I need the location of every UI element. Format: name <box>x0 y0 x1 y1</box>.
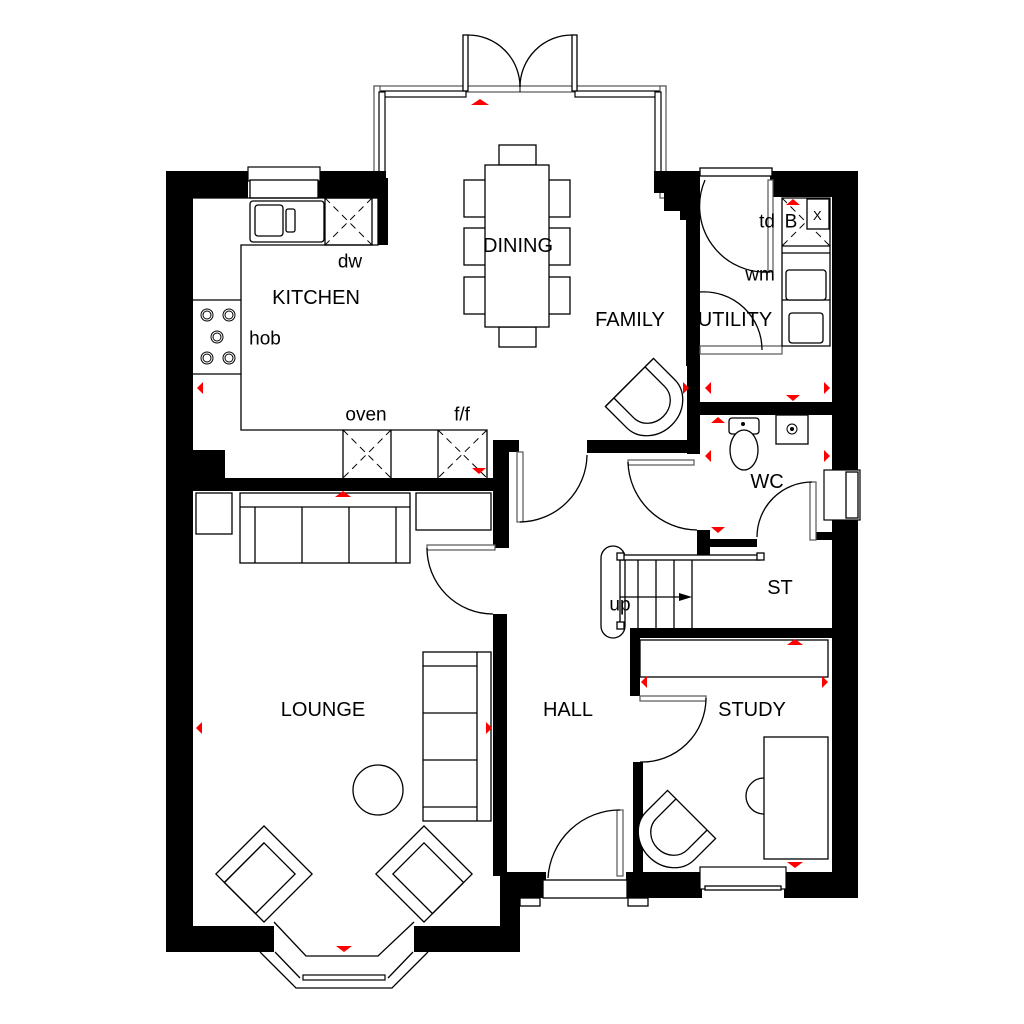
room-label-kitchen: KITCHEN <box>272 287 360 309</box>
family-armchair <box>604 357 684 437</box>
stairs-label-up: up <box>609 594 631 616</box>
dining-table <box>463 144 571 348</box>
external-walls <box>166 166 861 952</box>
room-label-family: FAMILY <box>595 309 665 331</box>
study-furniture <box>639 639 829 860</box>
internal-walls <box>193 345 835 876</box>
fixture-label-oven: oven <box>345 404 387 426</box>
fixture-label-boiler: B <box>784 211 798 233</box>
wc-fixtures <box>728 414 809 471</box>
svg-text:X: X <box>813 208 822 223</box>
dishwasher-appliance <box>324 197 373 246</box>
staircase[interactable] <box>600 545 765 639</box>
room-label-utility: UTILITY <box>697 309 773 331</box>
utility-fixtures: X <box>781 197 831 347</box>
room-label-lounge: LOUNGE <box>280 699 366 721</box>
kitchen-worktops <box>193 197 488 478</box>
room-label-study: STUDY <box>718 699 786 721</box>
oven-appliance <box>342 429 392 479</box>
hob-appliance <box>200 308 236 365</box>
kitchen-sink[interactable] <box>249 200 325 243</box>
fixture-label-hob: hob <box>249 328 281 350</box>
internal-doors <box>426 179 817 879</box>
room-label-dining: DINING <box>483 235 553 257</box>
fixture-label-dishwasher: dw <box>337 251 363 273</box>
room-label-hall: HALL <box>542 699 594 721</box>
lounge-armchair-right <box>374 824 474 924</box>
fixture-label-tumble-dryer: td <box>759 211 775 233</box>
fixture-label-fridge-freezer: f/f <box>454 404 470 426</box>
lounge-armchair-left <box>214 824 314 924</box>
power-point-markers <box>196 99 830 952</box>
room-label-st: ST <box>767 577 793 599</box>
lounge-furniture <box>195 492 492 822</box>
room-label-wc: WC <box>750 471 784 493</box>
lounge-bay-window <box>259 921 429 989</box>
fixture-label-washing-machine: wm <box>745 264 775 286</box>
study-chair <box>637 789 717 869</box>
french-doors[interactable] <box>462 34 578 92</box>
